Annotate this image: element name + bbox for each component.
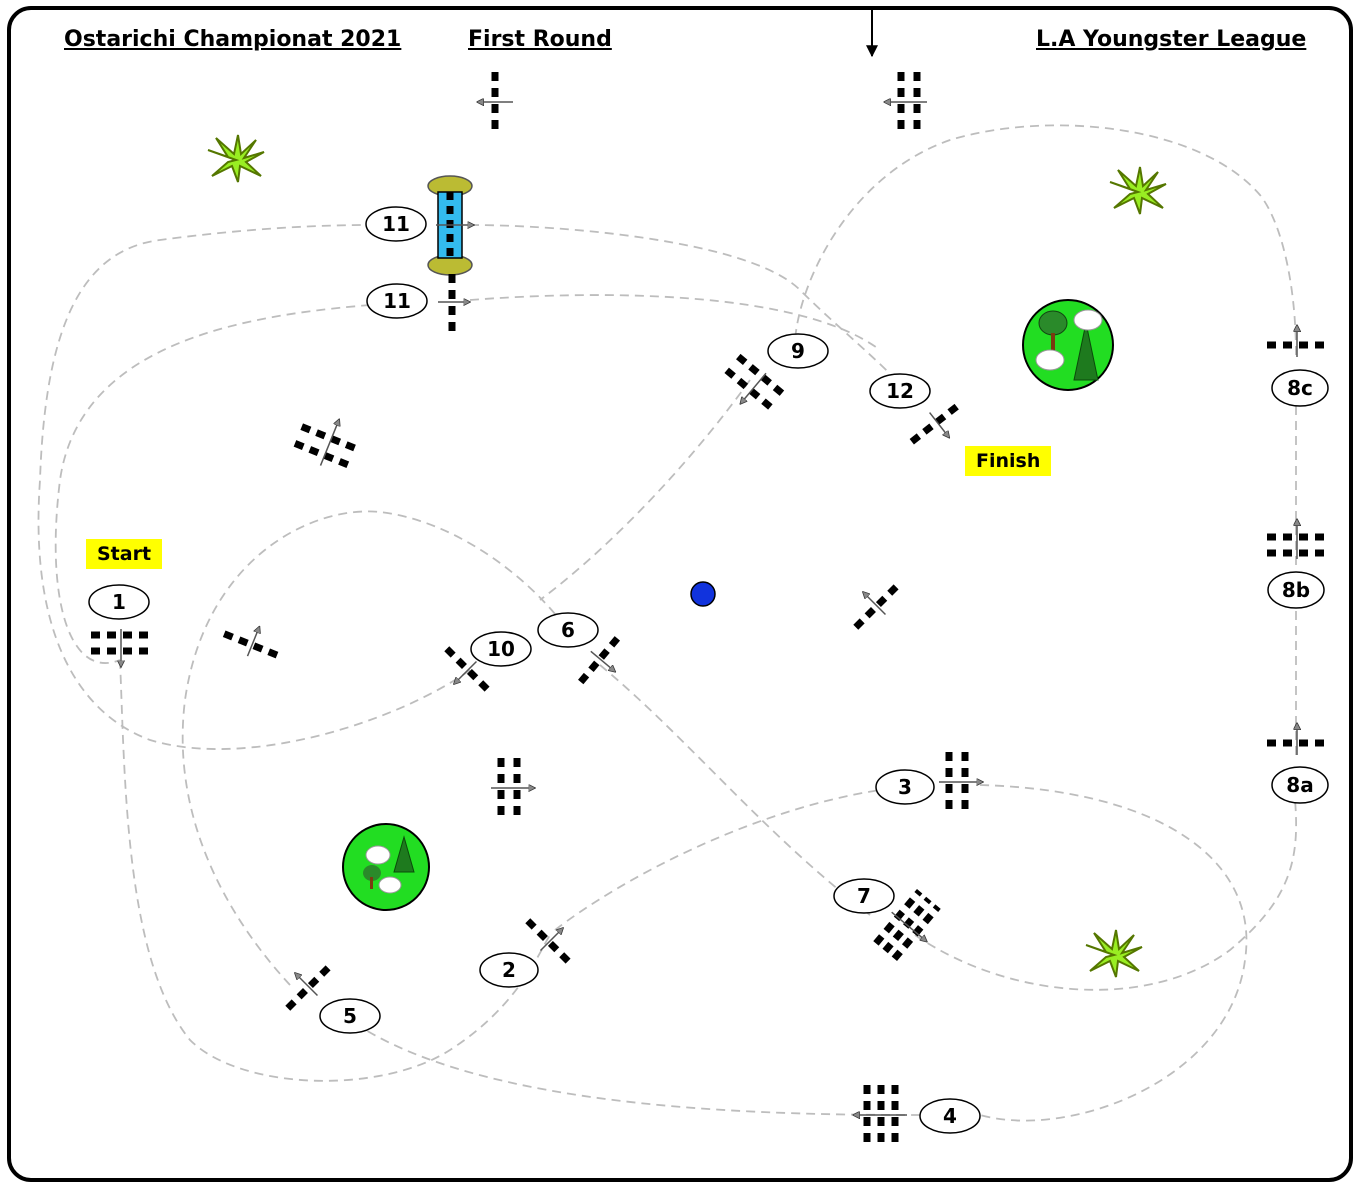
fence-icon <box>853 1085 907 1145</box>
fence-icon <box>285 963 333 1011</box>
tree-group-icon <box>1022 299 1114 391</box>
svg-text:11: 11 <box>383 289 411 313</box>
svg-text:8b: 8b <box>1282 578 1310 602</box>
svg-text:10: 10 <box>487 637 515 661</box>
blue-marker-dot <box>690 581 716 607</box>
obstacle-number-5: 5 <box>319 998 381 1034</box>
obstacle-number-12: 12 <box>869 373 931 409</box>
fence-icon <box>884 72 927 132</box>
fence-icon <box>444 646 492 694</box>
fence-icon <box>578 633 622 685</box>
fence-icon <box>853 582 901 630</box>
fence-icon <box>91 629 151 667</box>
obstacle-number-2: 2 <box>479 952 539 988</box>
obstacle-number-8a: 8a <box>1271 766 1329 804</box>
svg-text:1: 1 <box>112 590 126 614</box>
bush-icon <box>207 134 265 183</box>
fence-icon <box>222 615 282 660</box>
obstacle-number-8c: 8c <box>1271 369 1329 407</box>
fence-icon <box>525 918 573 966</box>
fence-icon <box>1267 325 1327 357</box>
league-title: L.A Youngster League <box>1036 27 1307 52</box>
fence-icon <box>438 274 470 332</box>
obstacle-number-4: 4 <box>919 1098 981 1134</box>
event-title: Ostarichi Championat 2021 <box>64 27 402 52</box>
svg-text:7: 7 <box>857 884 871 908</box>
bush-icon <box>1109 166 1167 215</box>
svg-text:12: 12 <box>886 379 914 403</box>
svg-text:8a: 8a <box>1286 773 1313 797</box>
svg-text:11: 11 <box>382 212 410 236</box>
obstacle-number-11: 11 <box>366 283 428 319</box>
water-jump-icon <box>427 175 474 276</box>
tree-group-icon <box>342 823 430 911</box>
obstacle-number-1: 1 <box>88 584 150 620</box>
svg-text:9: 9 <box>791 339 805 363</box>
fence-icon <box>909 399 965 445</box>
obstacle-number-9: 9 <box>767 333 829 369</box>
start-label: Start <box>86 539 163 569</box>
round-title: First Round <box>468 27 612 52</box>
fence-icon <box>293 407 363 471</box>
fence-icon <box>939 752 983 812</box>
svg-text:5: 5 <box>343 1004 357 1028</box>
fence-icon <box>873 888 941 962</box>
svg-text:2: 2 <box>502 958 516 982</box>
svg-text:6: 6 <box>561 618 575 642</box>
obstacle-number-7: 7 <box>833 878 895 914</box>
obstacle-number-10: 10 <box>470 631 532 667</box>
fence-icon <box>1267 519 1327 559</box>
bush-icon <box>1085 929 1143 978</box>
fence-icon <box>724 353 790 415</box>
obstacle-number-8b: 8b <box>1267 571 1325 609</box>
arena-border <box>7 6 1353 1182</box>
obstacle-number-6: 6 <box>537 612 599 648</box>
svg-text:4: 4 <box>943 1104 957 1128</box>
fence-icon <box>477 72 513 132</box>
fence-icon <box>1267 723 1327 755</box>
svg-text:8c: 8c <box>1287 376 1313 400</box>
finish-label: Finish <box>965 446 1052 476</box>
obstacle-number-3: 3 <box>875 769 935 805</box>
course-track <box>37 124 1298 1122</box>
obstacle-number-11: 11 <box>365 206 427 242</box>
fence-icon <box>491 758 535 818</box>
svg-text:3: 3 <box>898 775 912 799</box>
